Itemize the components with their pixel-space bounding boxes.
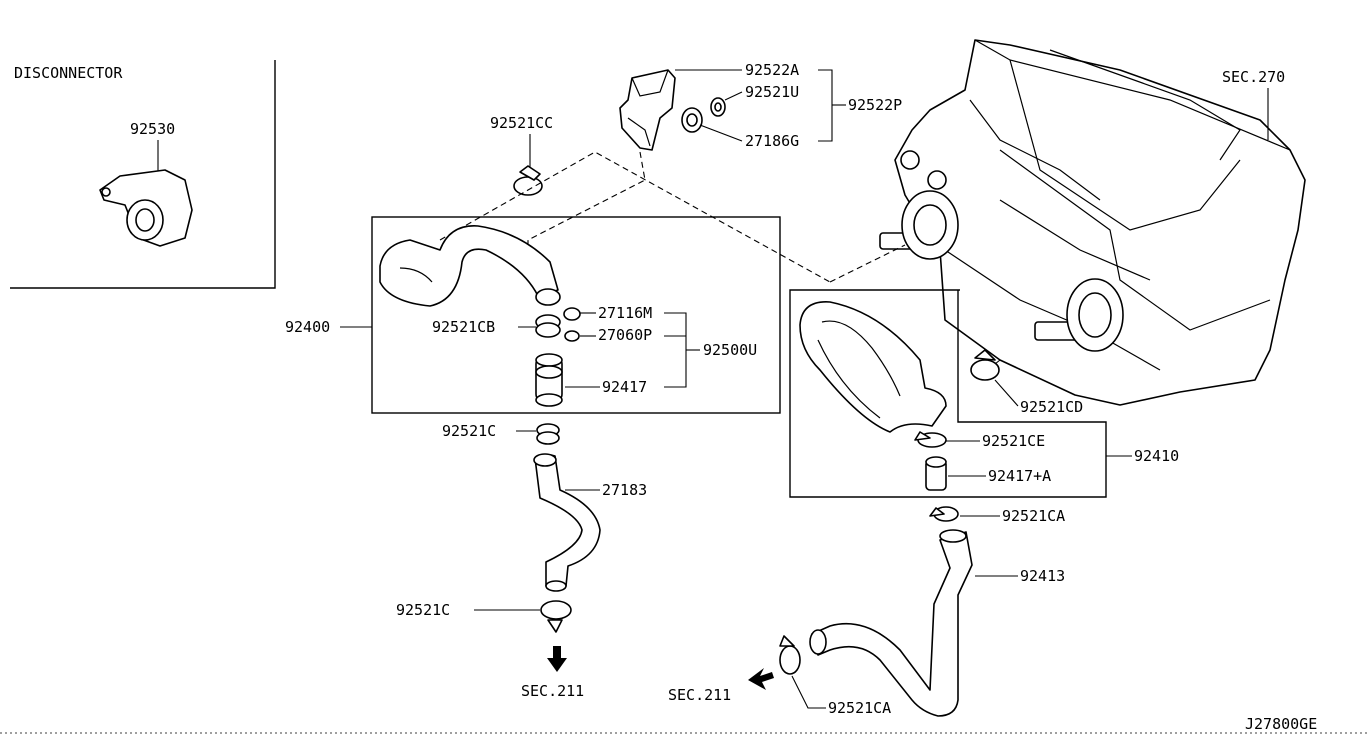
disconnector-inset: DISCONNECTOR 92530	[10, 60, 276, 289]
sec270-label: SEC.270	[1222, 68, 1285, 86]
washer-27060P	[564, 330, 580, 342]
bracket-assembly	[619, 69, 726, 151]
clamp-92521C-top	[536, 423, 560, 445]
part-label-92417A: 92417+A	[988, 467, 1051, 485]
part-label-92410: 92410	[1134, 447, 1179, 465]
part-label-92521CB: 92521CB	[432, 318, 495, 336]
part-label-27183: 27183	[602, 481, 647, 499]
clamp-92521CC	[513, 165, 543, 196]
clamp-92521CE	[914, 431, 947, 448]
clamp-92521C-bottom	[540, 600, 572, 633]
hose-92410	[799, 301, 947, 433]
part-label-27116M: 27116M	[598, 304, 652, 322]
arrow-left-icon	[748, 668, 774, 690]
part-label-92521CD: 92521CD	[1020, 398, 1083, 416]
diagram-code: J27800GE	[1245, 715, 1317, 733]
part-label-92521CE: 92521CE	[982, 432, 1045, 450]
sec211-left-label: SEC.211	[521, 682, 584, 700]
part-label-92521CA-bottom: 92521CA	[828, 699, 891, 717]
part-label-92521CC: 92521CC	[490, 114, 553, 132]
part-label-92521C-bottom: 92521C	[396, 601, 450, 619]
clamp-92521CA-bottom	[779, 635, 801, 675]
connector-92417	[535, 353, 563, 407]
hose-92413	[809, 529, 973, 717]
part-label-27060P: 27060P	[598, 326, 652, 344]
connector-92417A	[925, 456, 947, 491]
part-label-92530: 92530	[130, 120, 175, 138]
part-label-92521U: 92521U	[745, 83, 799, 101]
part-label-92521C-top: 92521C	[442, 422, 496, 440]
hose-92400	[379, 225, 561, 307]
sec211-right-label: SEC.211	[668, 686, 731, 704]
part-label-92400: 92400	[285, 318, 330, 336]
part-label-92500U: 92500U	[703, 341, 757, 359]
clamp-92521CD	[970, 349, 1000, 381]
part-label-92521CA-top: 92521CA	[1002, 507, 1065, 525]
bleeder-27116M	[563, 307, 581, 321]
part-label-92417: 92417	[602, 378, 647, 396]
disconnector-label: DISCONNECTOR	[14, 64, 123, 82]
part-label-92413: 92413	[1020, 567, 1065, 585]
clamp-92521CA-top	[929, 506, 959, 522]
arrow-down-icon	[547, 646, 567, 672]
engine-block	[879, 39, 1306, 406]
disconnector-part	[99, 169, 193, 247]
hose-27183	[533, 453, 601, 592]
part-label-92522A: 92522A	[745, 61, 799, 79]
clamp-92521CB	[535, 314, 561, 338]
part-label-27186G: 27186G	[745, 132, 799, 150]
part-label-92522P: 92522P	[848, 96, 902, 114]
